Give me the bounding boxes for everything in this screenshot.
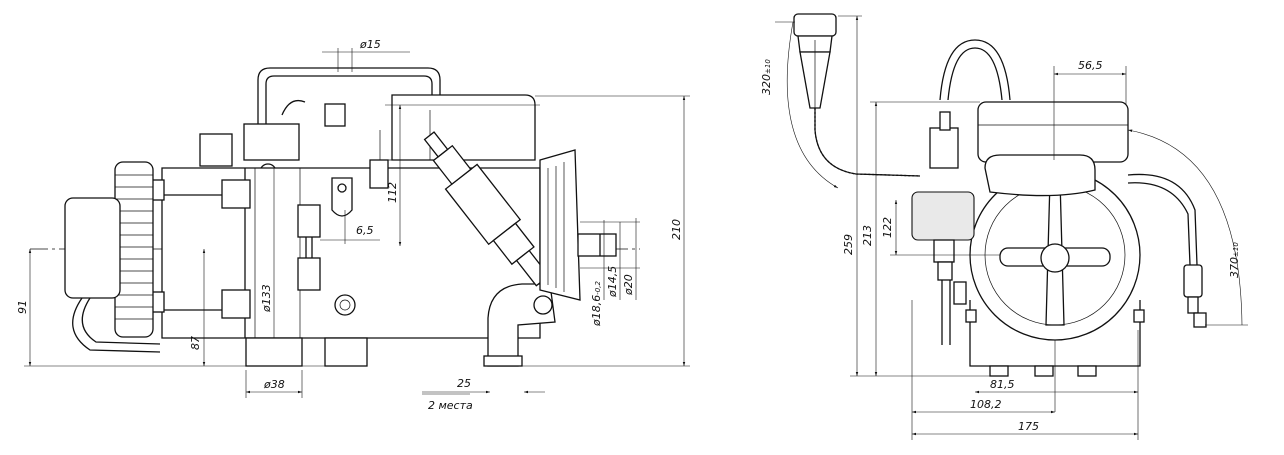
dim-6-5: 6,5 (356, 224, 374, 237)
fuel-tube (257, 67, 459, 135)
side-view (30, 67, 640, 367)
dim-210: 210 (670, 219, 683, 240)
dim-175: 175 (1018, 420, 1039, 433)
dim-nozzle-b: ø14,5 (606, 266, 619, 298)
dim-112: 112 (386, 182, 399, 203)
end-view-dimensions: 320±10 370±10 56,5 259 213 122 81,5 108,… (760, 15, 1248, 440)
cooling-fins (114, 161, 154, 338)
corrugated-cable (814, 108, 921, 177)
dim-outlet-diameter: ø38 (263, 378, 285, 391)
dim-top-tube-diameter: ø15 (359, 38, 381, 51)
dim-cable-a: 320±10 (760, 59, 773, 95)
dim-91: 91 (16, 300, 29, 314)
dim-nozzle-c: ø20 (622, 274, 635, 296)
dim-81-5: 81,5 (990, 378, 1015, 391)
dim-note-places: 2 места (428, 399, 473, 412)
dim-nozzle-a: ø18,6-0,2 (590, 281, 603, 327)
end-control-housing (977, 101, 1129, 163)
dim-cable-b: 370±10 (1228, 242, 1241, 278)
nozzle-assembly (423, 131, 550, 287)
dim-body-diameter: ø133 (260, 284, 273, 313)
dim-259: 259 (842, 234, 855, 255)
end-view (793, 13, 1207, 377)
dim-213: 213 (861, 225, 874, 246)
dim-108-2: 108,2 (970, 398, 1002, 411)
connector-a (793, 13, 837, 37)
dim-56-5: 56,5 (1078, 59, 1103, 72)
side-view-dimensions: ø15 112 210 91 87 ø133 6,5 ø38 25 (16, 38, 690, 412)
dim-122: 122 (881, 217, 894, 238)
heater-body (161, 167, 541, 339)
connector-b (1183, 264, 1203, 298)
dim-87: 87 (189, 336, 202, 350)
dim-25: 25 (457, 377, 471, 390)
